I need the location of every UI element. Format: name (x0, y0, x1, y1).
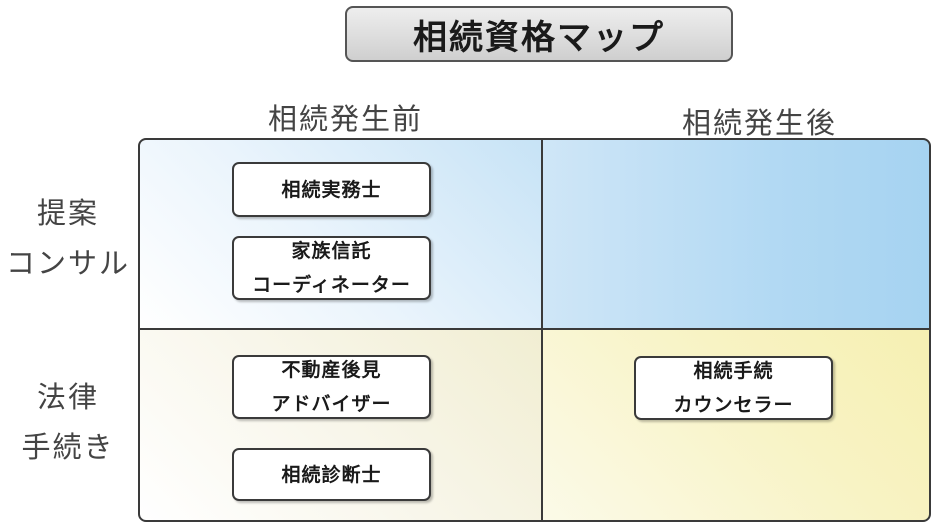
qualification-real-estate-guardianship-advisor: 不動産後見 アドバイザー (232, 355, 431, 419)
qualification-label-line2: アドバイザー (271, 393, 392, 415)
row-header-legal-line2: 手続き (21, 430, 115, 464)
qualification-inheritance-diagnostician: 相続診断士 (232, 448, 431, 501)
row-header-legal-procedures: 法律 手続き (0, 372, 136, 472)
qualification-inheritance-practitioner: 相続実務士 (232, 162, 431, 217)
map-title: 相続資格マップ (345, 6, 733, 62)
row-header-legal-line1: 法律 (36, 380, 99, 414)
qualification-label: 相続実務士 (281, 178, 382, 201)
quadrant-proposal-after (541, 138, 931, 330)
map-title-text: 相続資格マップ (413, 17, 665, 58)
qualification-label-line1: 家族信託 (291, 240, 372, 262)
qualification-label-line1: 不動産後見 (281, 359, 382, 381)
qualification-label: 相続診断士 (281, 463, 382, 486)
qualification-label-line1: 相続手続 (693, 360, 774, 382)
row-header-proposal-line2: コンサル (5, 246, 130, 280)
row-header-proposal-line1: 提案 (36, 196, 99, 230)
qualification-inheritance-procedure-counselor: 相続手続 カウンセラー (634, 356, 833, 420)
column-header-before-inheritance: 相続発生前 (268, 102, 424, 136)
qualification-label-line2: カウンセラー (673, 394, 794, 416)
qualification-family-trust-coordinator: 家族信託 コーディネーター (232, 236, 431, 300)
row-header-proposal-consulting: 提案 コンサル (0, 188, 136, 288)
column-header-after-inheritance: 相続発生後 (682, 106, 838, 140)
qualification-label-line2: コーディネーター (252, 274, 411, 296)
